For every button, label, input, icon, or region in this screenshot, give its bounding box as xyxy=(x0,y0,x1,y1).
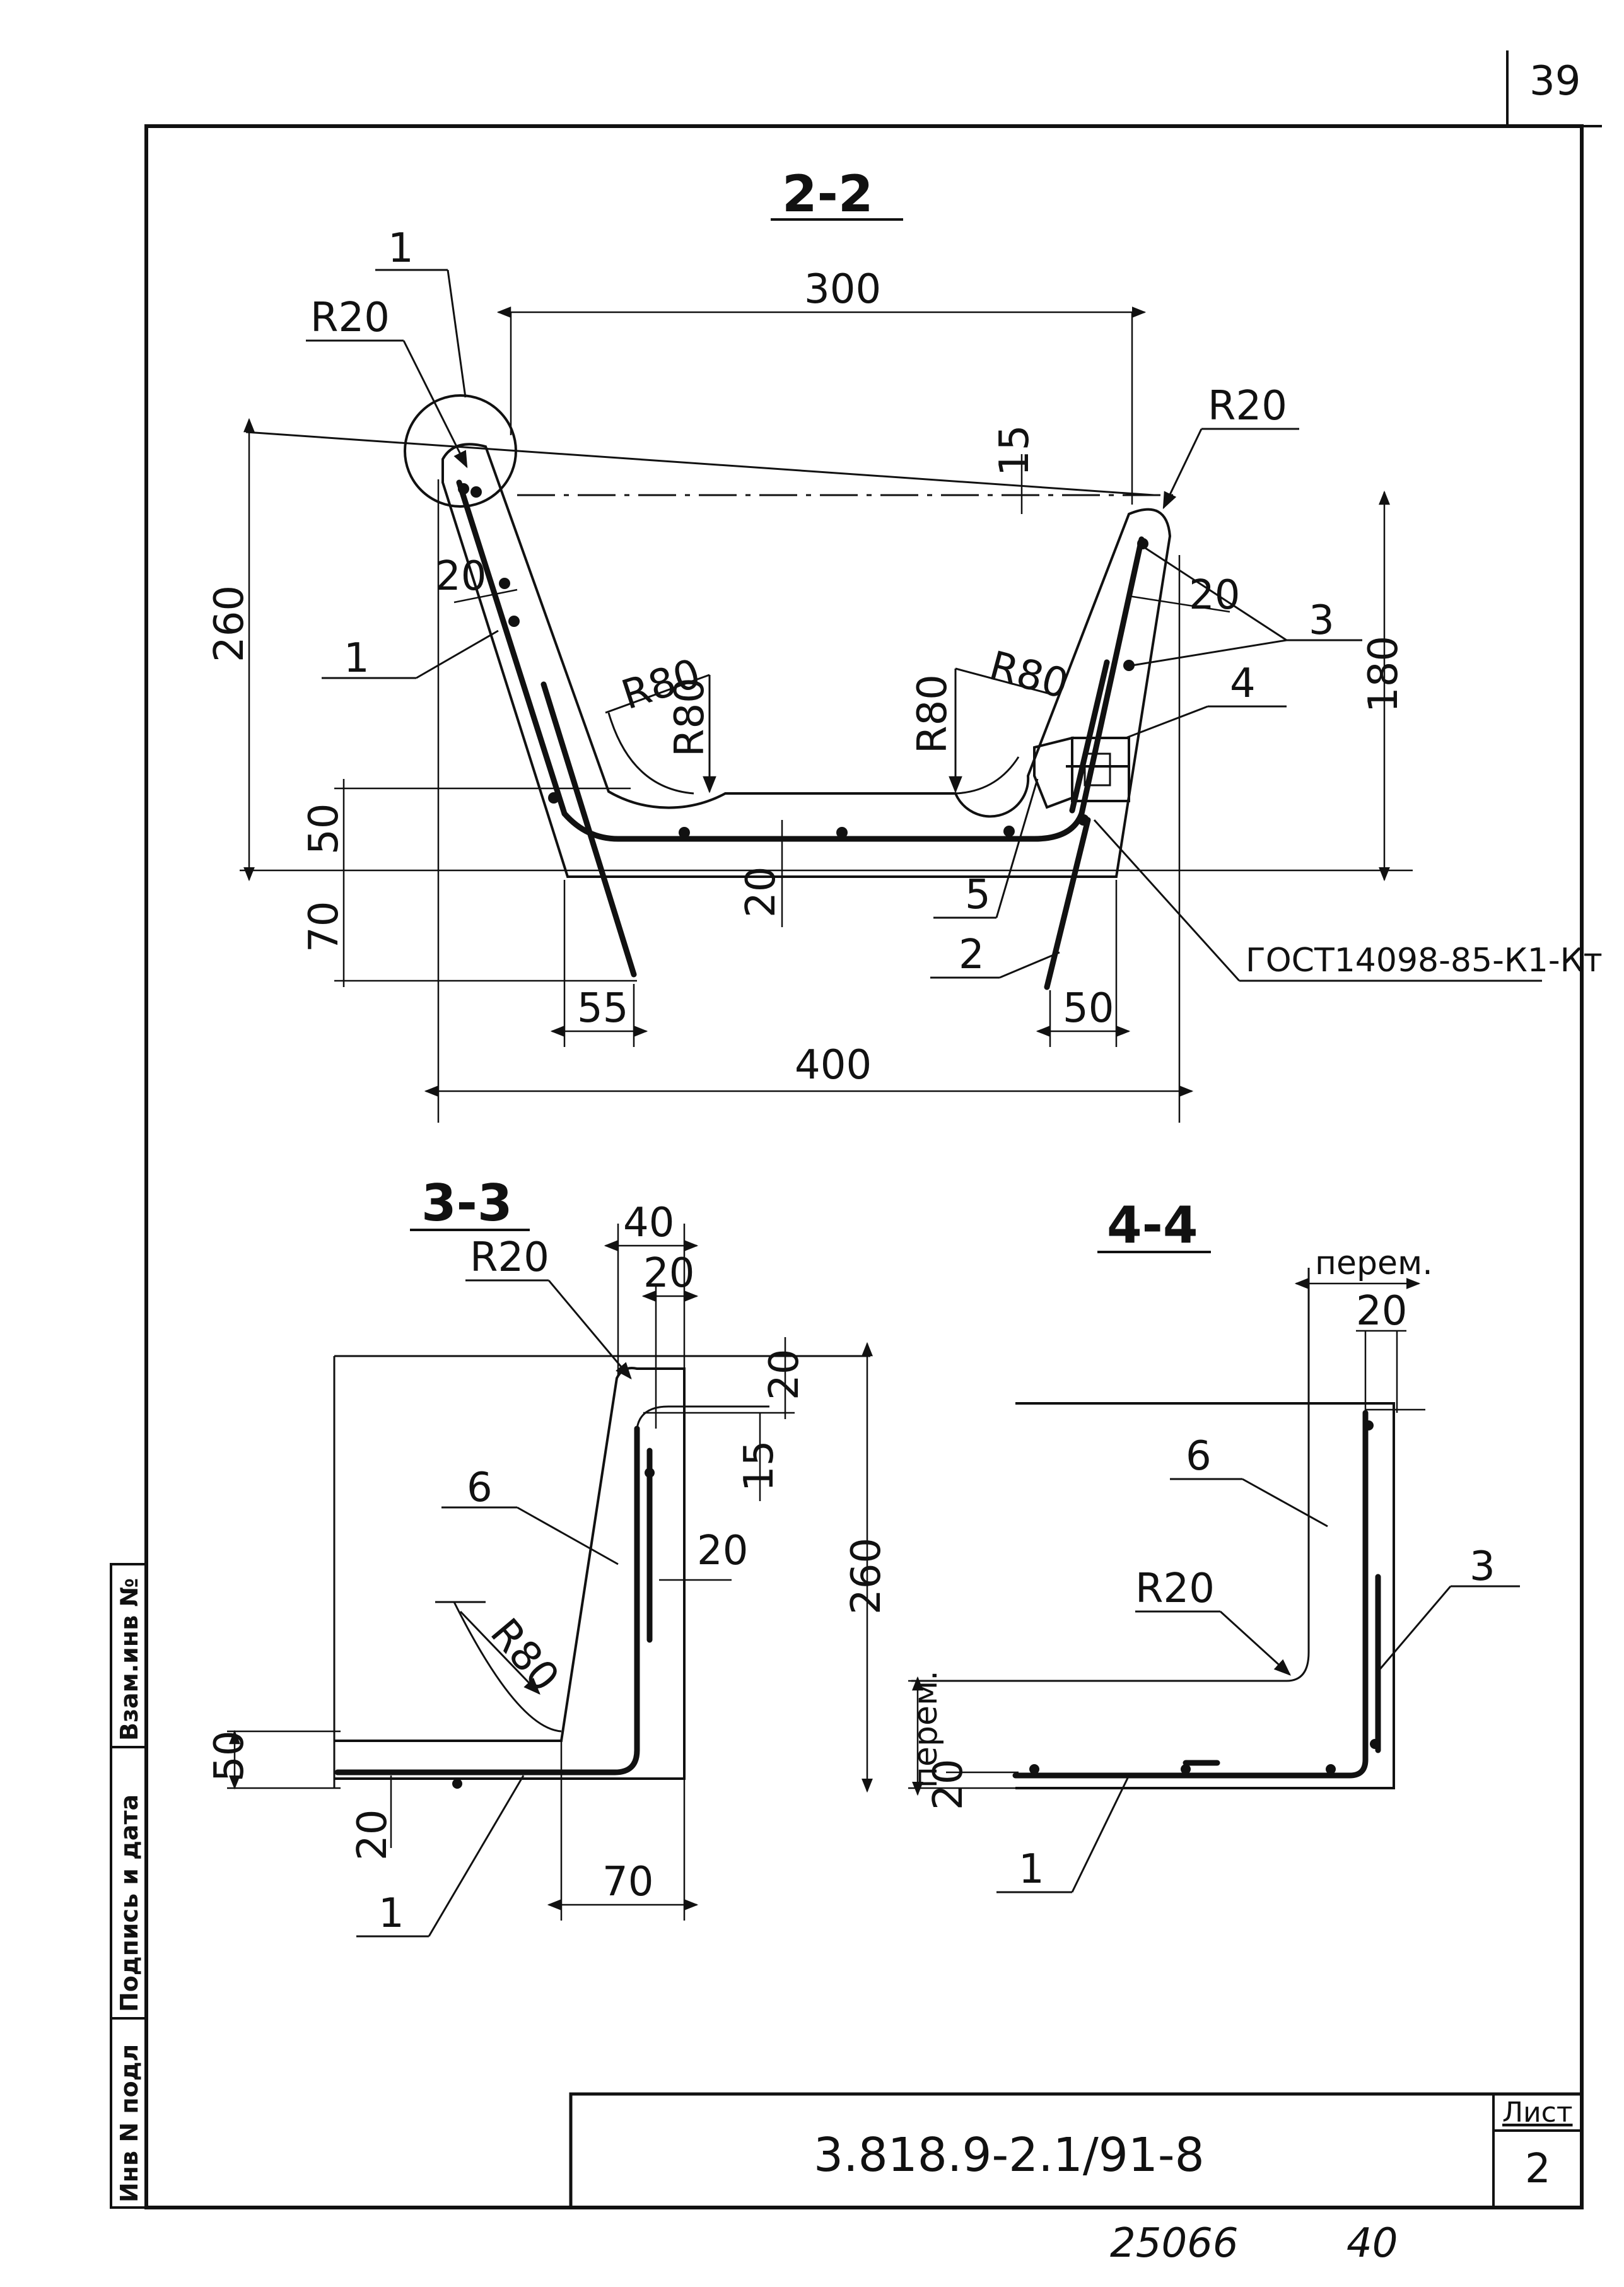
dim-70: 70 xyxy=(602,1859,653,1905)
drawing-code: 3.818.9-2.1/91-8 xyxy=(814,2128,1205,2182)
trough-outline-2-2 xyxy=(441,443,1172,878)
dim-50-right: 50 xyxy=(1063,985,1114,1032)
title-block xyxy=(569,2092,1584,2209)
section-3-3-outline xyxy=(334,1367,686,1780)
dim-20-mid: 20 xyxy=(697,1528,748,1574)
dim-50: 50 xyxy=(206,1731,253,1782)
dim-perem-top: перем. xyxy=(1315,1244,1433,1282)
position-1-top: 1 xyxy=(388,225,414,272)
position-5: 5 xyxy=(965,872,991,918)
stamp-inv-label: Инв N подл xyxy=(115,2044,143,2202)
stamp-vzam-label: Взам.инв № xyxy=(115,1578,143,1741)
radius-r80-b: R80 xyxy=(667,677,713,757)
stamp-podpis-label: Подпись и дата xyxy=(115,1794,143,2012)
sheet-number: 2 xyxy=(1525,2146,1551,2192)
dim-perem-left: перем. xyxy=(907,1670,945,1788)
dim-15: 15 xyxy=(991,425,1038,476)
radius-r80-d: R80 xyxy=(984,643,1073,708)
section-4-4: 4-4 перем. 20 перем. 20 R20 6 xyxy=(907,1196,1520,1893)
dim-20-side: 20 xyxy=(761,1349,808,1400)
radius-r20: R20 xyxy=(470,1234,549,1281)
sheet-label: Лист xyxy=(1502,2097,1573,2129)
dim-15: 15 xyxy=(736,1441,783,1492)
side-stamp: Взам.инв № Подпись и дата Инв N подл xyxy=(110,1563,148,2209)
position-6: 6 xyxy=(1186,1433,1212,1480)
radius-r80: R80 xyxy=(481,1610,568,1701)
dim-20-right: 20 xyxy=(1189,572,1240,619)
dim-50: 50 xyxy=(301,804,348,855)
dim-20-top: 20 xyxy=(643,1250,694,1297)
position-1: 1 xyxy=(1019,1846,1044,1893)
dim-55: 55 xyxy=(577,985,628,1032)
archive-number: 25066 xyxy=(1110,2220,1239,2267)
position-1: 1 xyxy=(378,1890,404,1937)
section-3-3-title: 3-3 xyxy=(421,1174,513,1232)
gost-weld-callout: ГОСТ14098-85-К1-Кт xyxy=(1246,942,1603,980)
dim-20-bottom: 20 xyxy=(349,1810,396,1861)
rebar-bottom-3-3 xyxy=(334,1425,640,1775)
drawing-frame xyxy=(144,50,1602,2209)
dim-400: 400 xyxy=(795,1042,872,1089)
section-4-4-outline xyxy=(1015,1402,1395,1789)
dim-260: 260 xyxy=(843,1538,890,1615)
rebar-bottom-2-2 xyxy=(561,810,1085,842)
rebar-2-right-2-2 xyxy=(1044,817,1091,990)
radius-r20: R20 xyxy=(1135,1565,1215,1612)
position-3: 3 xyxy=(1469,1543,1495,1590)
dim-70: 70 xyxy=(301,901,348,952)
rebar-right-2-2 xyxy=(1078,536,1145,817)
radius-r20-left: R20 xyxy=(310,295,390,341)
dim-20-top: 20 xyxy=(1356,1288,1407,1335)
rebar-left-2-2 xyxy=(456,479,568,817)
section-3-3: 3-3 40 20 20 15 20 260 50 xyxy=(206,1174,890,1938)
rebar-bottom-4-4 xyxy=(1012,1410,1369,1779)
sheet-reference: 40 xyxy=(1347,2220,1398,2267)
radius-r80-c: R80 xyxy=(909,674,956,754)
position-2: 2 xyxy=(959,932,984,978)
position-4: 4 xyxy=(1230,660,1256,707)
section-4-4-title: 4-4 xyxy=(1107,1196,1198,1255)
rebar-2-left-2-2 xyxy=(540,681,637,978)
page-number: 39 xyxy=(1529,58,1580,105)
dim-40: 40 xyxy=(623,1200,674,1246)
dim-20-left: 20 xyxy=(925,1759,972,1810)
dim-20-middle: 20 xyxy=(738,867,785,918)
section-2-2: 2-2 xyxy=(206,165,1603,1123)
radius-r20-right: R20 xyxy=(1208,383,1287,430)
dim-260: 260 xyxy=(206,585,253,662)
dim-20-left: 20 xyxy=(435,553,486,600)
position-6: 6 xyxy=(467,1465,493,1511)
dim-180: 180 xyxy=(1360,636,1407,713)
section-2-2-title: 2-2 xyxy=(782,165,873,223)
embedded-plate xyxy=(1033,736,1130,809)
position-3: 3 xyxy=(1309,597,1335,644)
position-1-left: 1 xyxy=(344,635,370,682)
dim-300: 300 xyxy=(804,266,881,313)
